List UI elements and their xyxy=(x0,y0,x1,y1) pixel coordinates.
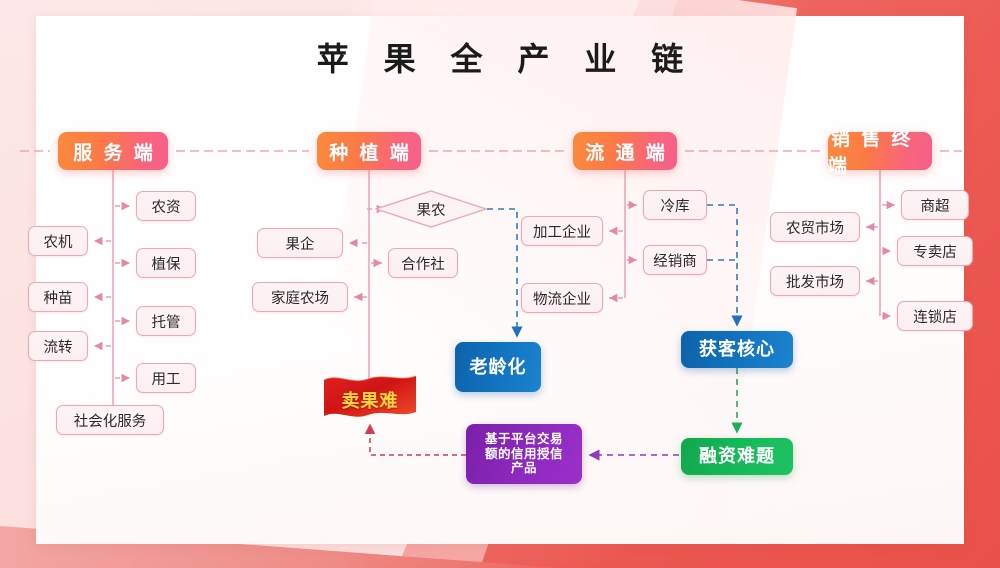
node-label: 冷库 xyxy=(660,198,690,215)
callout-label: 获客核心 xyxy=(699,339,775,360)
node-label: 农资 xyxy=(151,199,181,216)
callout-aging[interactable]: 老龄化 xyxy=(455,342,541,392)
node-guonong-diamond[interactable]: 果农 xyxy=(375,190,487,228)
node-label: 托管 xyxy=(151,314,181,331)
page-title: 苹 果 全 产 业 链 xyxy=(316,41,697,77)
node-nongji[interactable]: 农机 xyxy=(28,226,88,256)
node-label: 果企 xyxy=(285,236,315,253)
node-guoqi[interactable]: 果企 xyxy=(257,228,343,258)
callout-credit-product[interactable]: 基于平台交易 额的信用授信 产品 xyxy=(466,424,582,484)
node-label: 经销商 xyxy=(653,253,697,270)
callout-label: 老龄化 xyxy=(469,356,527,377)
node-logistics[interactable]: 物流企业 xyxy=(521,283,603,313)
node-nongzi[interactable]: 农资 xyxy=(136,191,196,221)
node-label: 物流企业 xyxy=(533,291,591,308)
node-tuoguan[interactable]: 托管 xyxy=(136,306,196,336)
node-label: 专卖店 xyxy=(913,244,957,261)
node-label: 家庭农场 xyxy=(271,290,329,307)
node-label: 流转 xyxy=(43,339,73,356)
node-label: 植保 xyxy=(151,256,181,273)
node-label: 批发市场 xyxy=(786,274,844,291)
node-label: 用工 xyxy=(151,371,181,388)
node-label: 社会化服务 xyxy=(73,413,147,430)
callout-hard-to-sell-flag[interactable]: 卖果难 xyxy=(322,372,418,424)
node-farmers-market[interactable]: 农贸市场 xyxy=(770,212,860,242)
section-badge-sales[interactable]: 销 售 终 端 xyxy=(828,129,932,177)
node-yonggong[interactable]: 用工 xyxy=(136,363,196,393)
node-lengku[interactable]: 冷库 xyxy=(643,190,707,220)
node-dealer[interactable]: 经销商 xyxy=(643,245,707,275)
section-label: 种 植 端 xyxy=(329,142,412,164)
node-label: 连锁店 xyxy=(913,309,957,326)
section-label: 销 售 终 端 xyxy=(828,129,914,177)
callout-label: 融资难题 xyxy=(699,446,775,467)
node-label: 果农 xyxy=(416,202,446,219)
section-label: 服 务 端 xyxy=(73,142,156,164)
section-badge-circulation[interactable]: 流 通 端 xyxy=(573,132,677,170)
node-chain-store[interactable]: 连锁店 xyxy=(897,301,973,331)
node-label: 农机 xyxy=(43,234,73,251)
section-badge-service[interactable]: 服 务 端 xyxy=(58,132,168,170)
callout-financing-problem[interactable]: 融资难题 xyxy=(681,438,793,475)
node-zhongmiao[interactable]: 种苗 xyxy=(28,282,88,312)
node-liuzhuan[interactable]: 流转 xyxy=(28,331,88,361)
node-label: 农贸市场 xyxy=(786,220,844,237)
node-wholesale-market[interactable]: 批发市场 xyxy=(770,266,860,296)
node-family-farm[interactable]: 家庭农场 xyxy=(252,282,348,312)
callout-customer-acquisition[interactable]: 获客核心 xyxy=(681,331,793,368)
node-social-service[interactable]: 社会化服务 xyxy=(56,405,164,435)
credit-line-2: 额的信用授信 xyxy=(484,446,563,461)
section-badge-planting[interactable]: 种 植 端 xyxy=(317,132,421,170)
node-label: 合作社 xyxy=(401,256,445,273)
credit-line-3: 产品 xyxy=(510,461,537,476)
node-label: 种苗 xyxy=(43,290,73,307)
node-hezuoshe[interactable]: 合作社 xyxy=(388,248,458,278)
node-label: 商超 xyxy=(920,198,950,215)
node-processing[interactable]: 加工企业 xyxy=(521,216,603,246)
credit-line-1: 基于平台交易 xyxy=(484,432,563,447)
diamond-shape xyxy=(375,190,487,228)
flag-label: 卖果难 xyxy=(341,391,399,411)
node-specialty-store[interactable]: 专卖店 xyxy=(897,236,973,266)
node-label: 加工企业 xyxy=(533,224,591,241)
section-label: 流 通 端 xyxy=(585,142,668,164)
node-zhibao[interactable]: 植保 xyxy=(136,248,196,278)
node-supermarket[interactable]: 商超 xyxy=(901,190,969,220)
flag-shape xyxy=(323,375,417,417)
